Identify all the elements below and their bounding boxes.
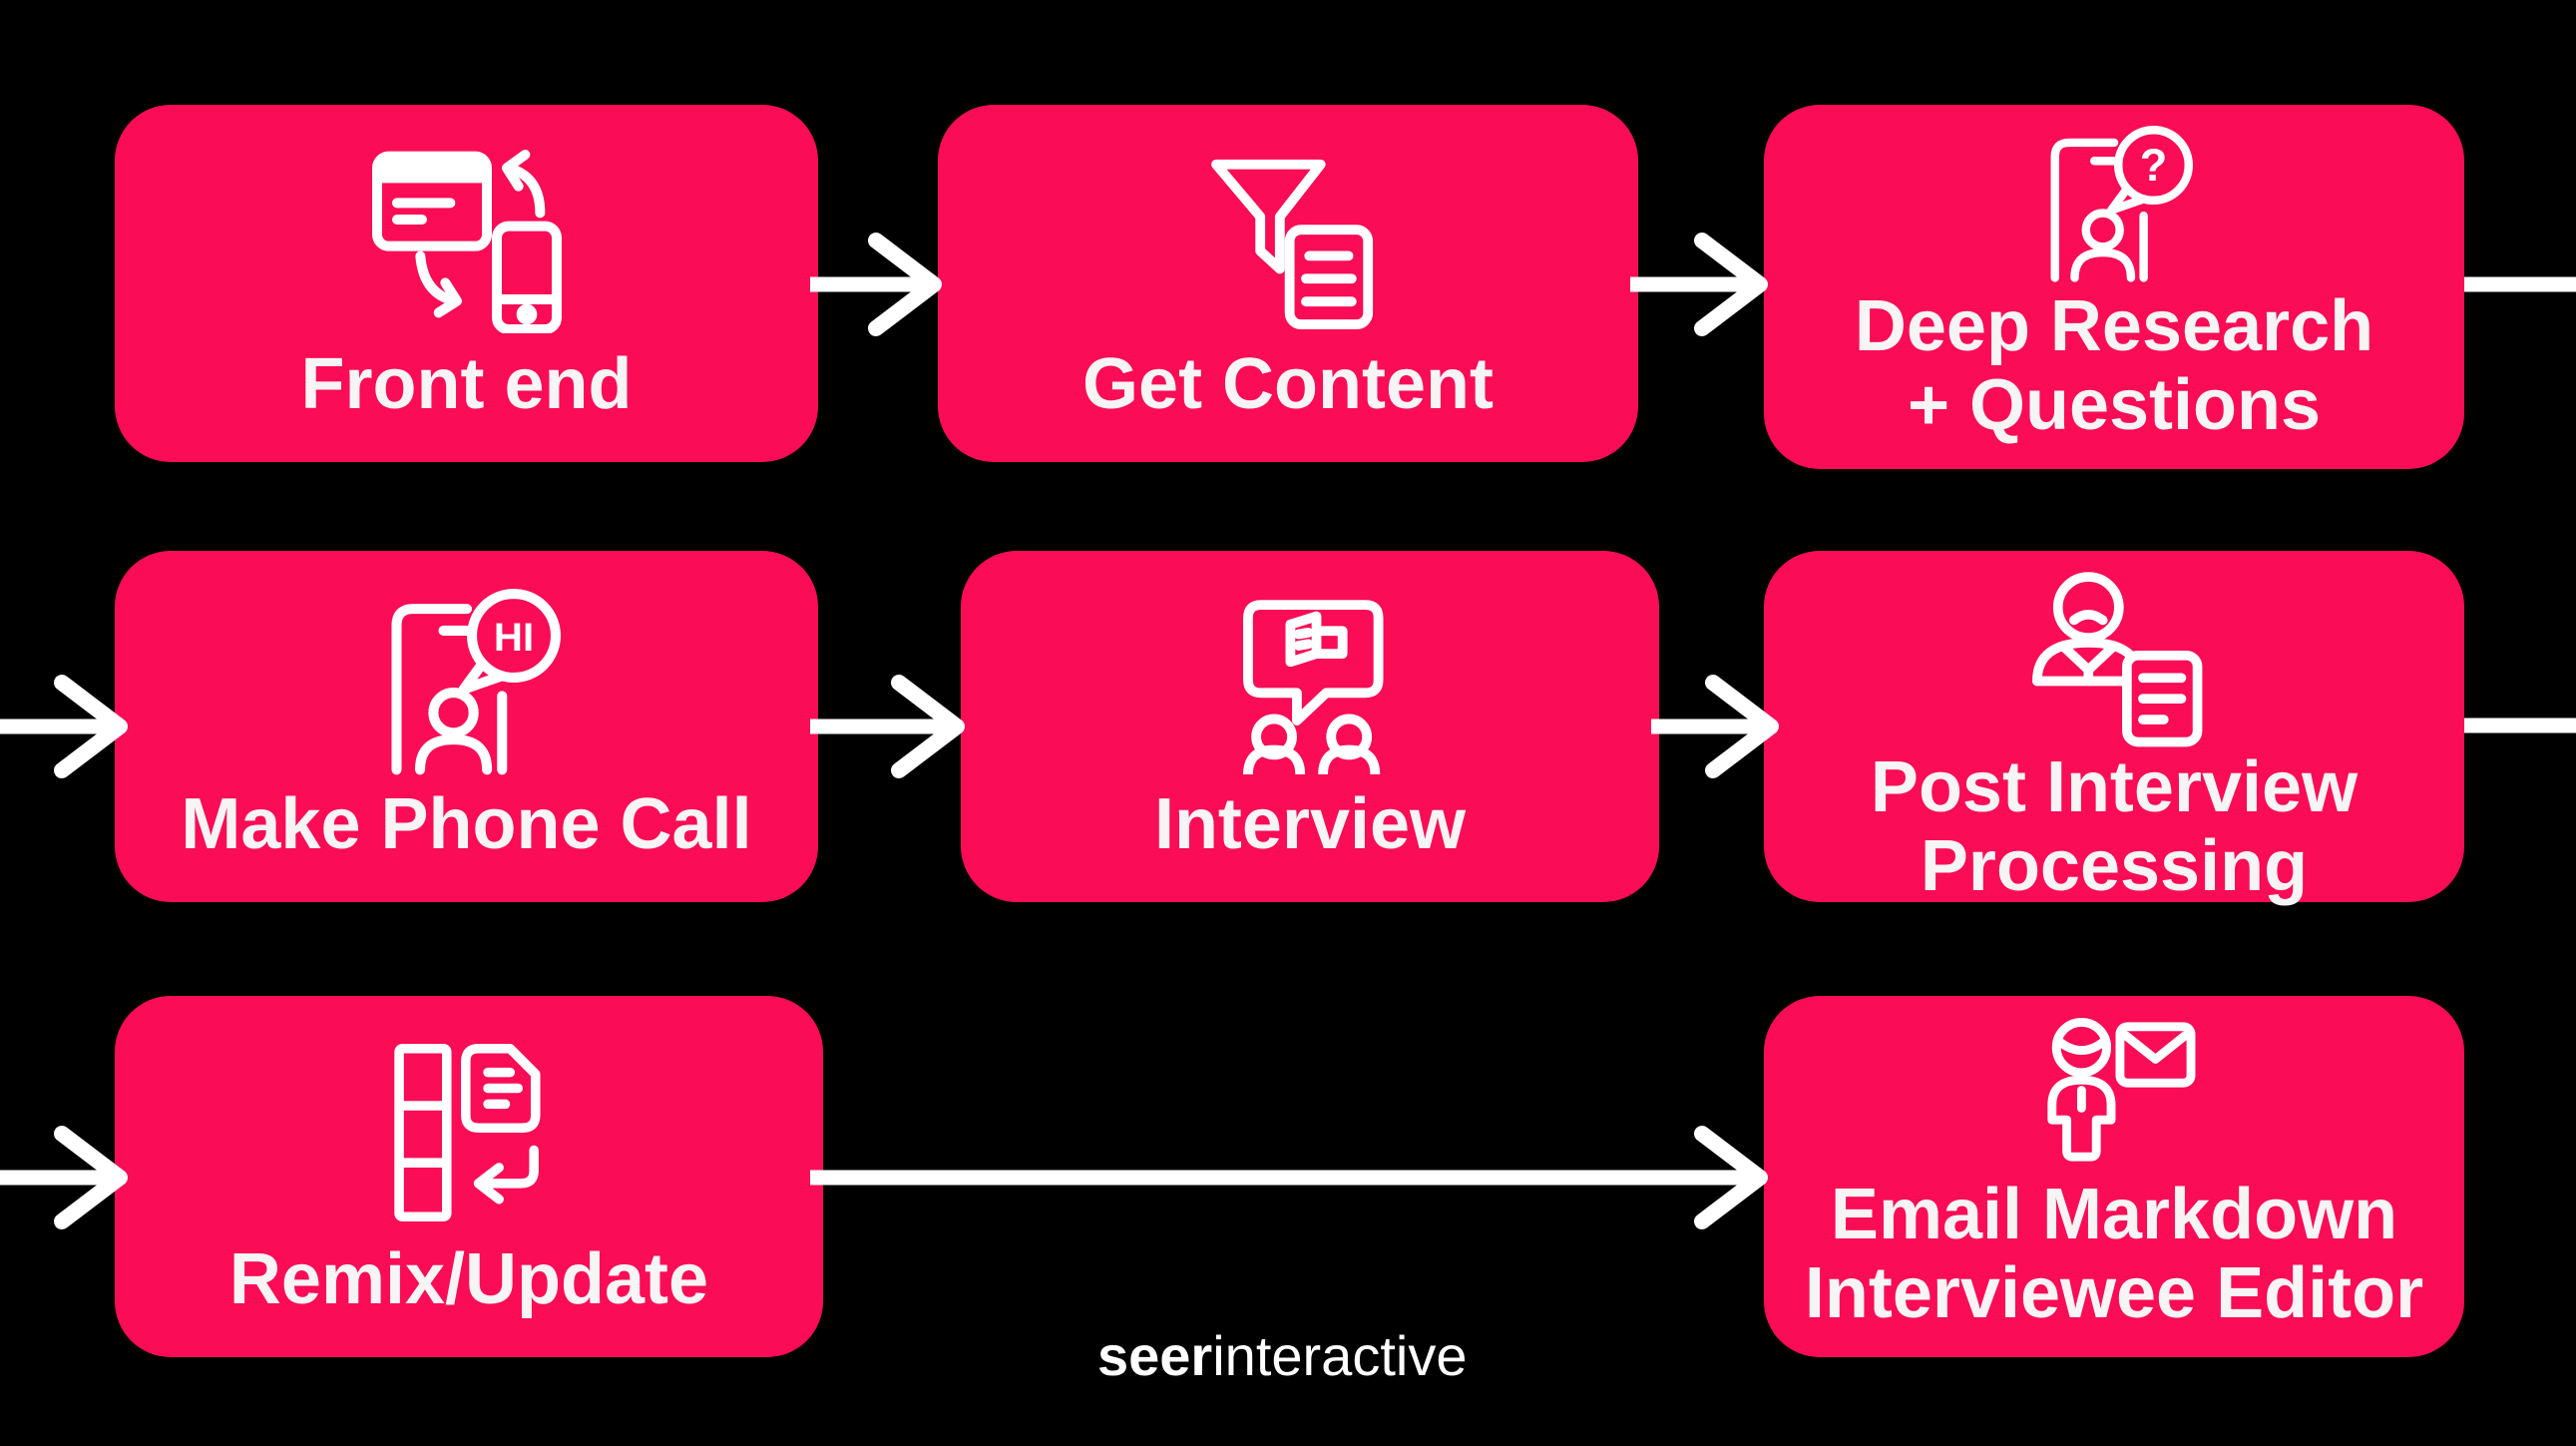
arrow-make-phone-call-to-interview (810, 667, 969, 786)
node-label: Interview (1153, 783, 1467, 864)
phone-question-bubble-icon: ? (2035, 123, 2193, 287)
node-interview: Interview (961, 551, 1659, 902)
arrow-front-end-to-get-content (810, 225, 946, 344)
node-get-content: Get Content (938, 105, 1638, 462)
logo-regular-part: interactive (1212, 1324, 1468, 1387)
sync-devices-icon (367, 135, 567, 345)
arrow-get-content-to-deep-research (1630, 225, 1772, 344)
node-front-end: Front end (115, 105, 818, 462)
node-email-markdown: Email Markdown Interviewee Editor (1764, 996, 2464, 1357)
person-document-icon (2024, 569, 2204, 748)
hi-bubble-text: HI (493, 616, 533, 661)
arrow-post-interview-offscreen (2464, 718, 2576, 733)
node-label: Get Content (1082, 343, 1494, 424)
node-label: Front end (300, 343, 633, 424)
question-bubble-text: ? (2140, 140, 2168, 191)
logo-bold-part: seer (1097, 1324, 1213, 1387)
arrow-interview-to-post-interview (1651, 667, 1783, 786)
node-deep-research: ? Deep Research + Questions (1764, 105, 2464, 469)
arrow-deep-research-offscreen (2464, 276, 2576, 292)
interview-chat-people-icon (1212, 581, 1408, 785)
node-label: Deep Research + Questions (1854, 285, 2374, 445)
seer-interactive-logo: seerinteractive (1097, 1323, 1467, 1388)
arrow-offscreen-to-remix-update (0, 1118, 132, 1237)
node-label: Make Phone Call (181, 783, 752, 864)
table-document-return-icon (380, 1026, 558, 1240)
node-remix-update: Remix/Update (115, 996, 823, 1357)
arrow-offscreen-to-make-phone-call (0, 667, 132, 786)
node-label: Remix/Update (228, 1238, 709, 1319)
filter-document-icon (1198, 135, 1378, 345)
arrow-remix-update-to-email-markdown (810, 1118, 1772, 1237)
node-label: Post Interview Processing (1870, 747, 2359, 907)
node-label: Email Markdown Interviewee Editor (1804, 1174, 2424, 1333)
person-envelope-icon (2028, 1014, 2200, 1176)
node-post-interview: Post Interview Processing (1764, 551, 2464, 906)
phone-hi-bubble-icon: HI (373, 581, 561, 785)
node-make-phone-call: HI Make Phone Call (115, 551, 818, 902)
